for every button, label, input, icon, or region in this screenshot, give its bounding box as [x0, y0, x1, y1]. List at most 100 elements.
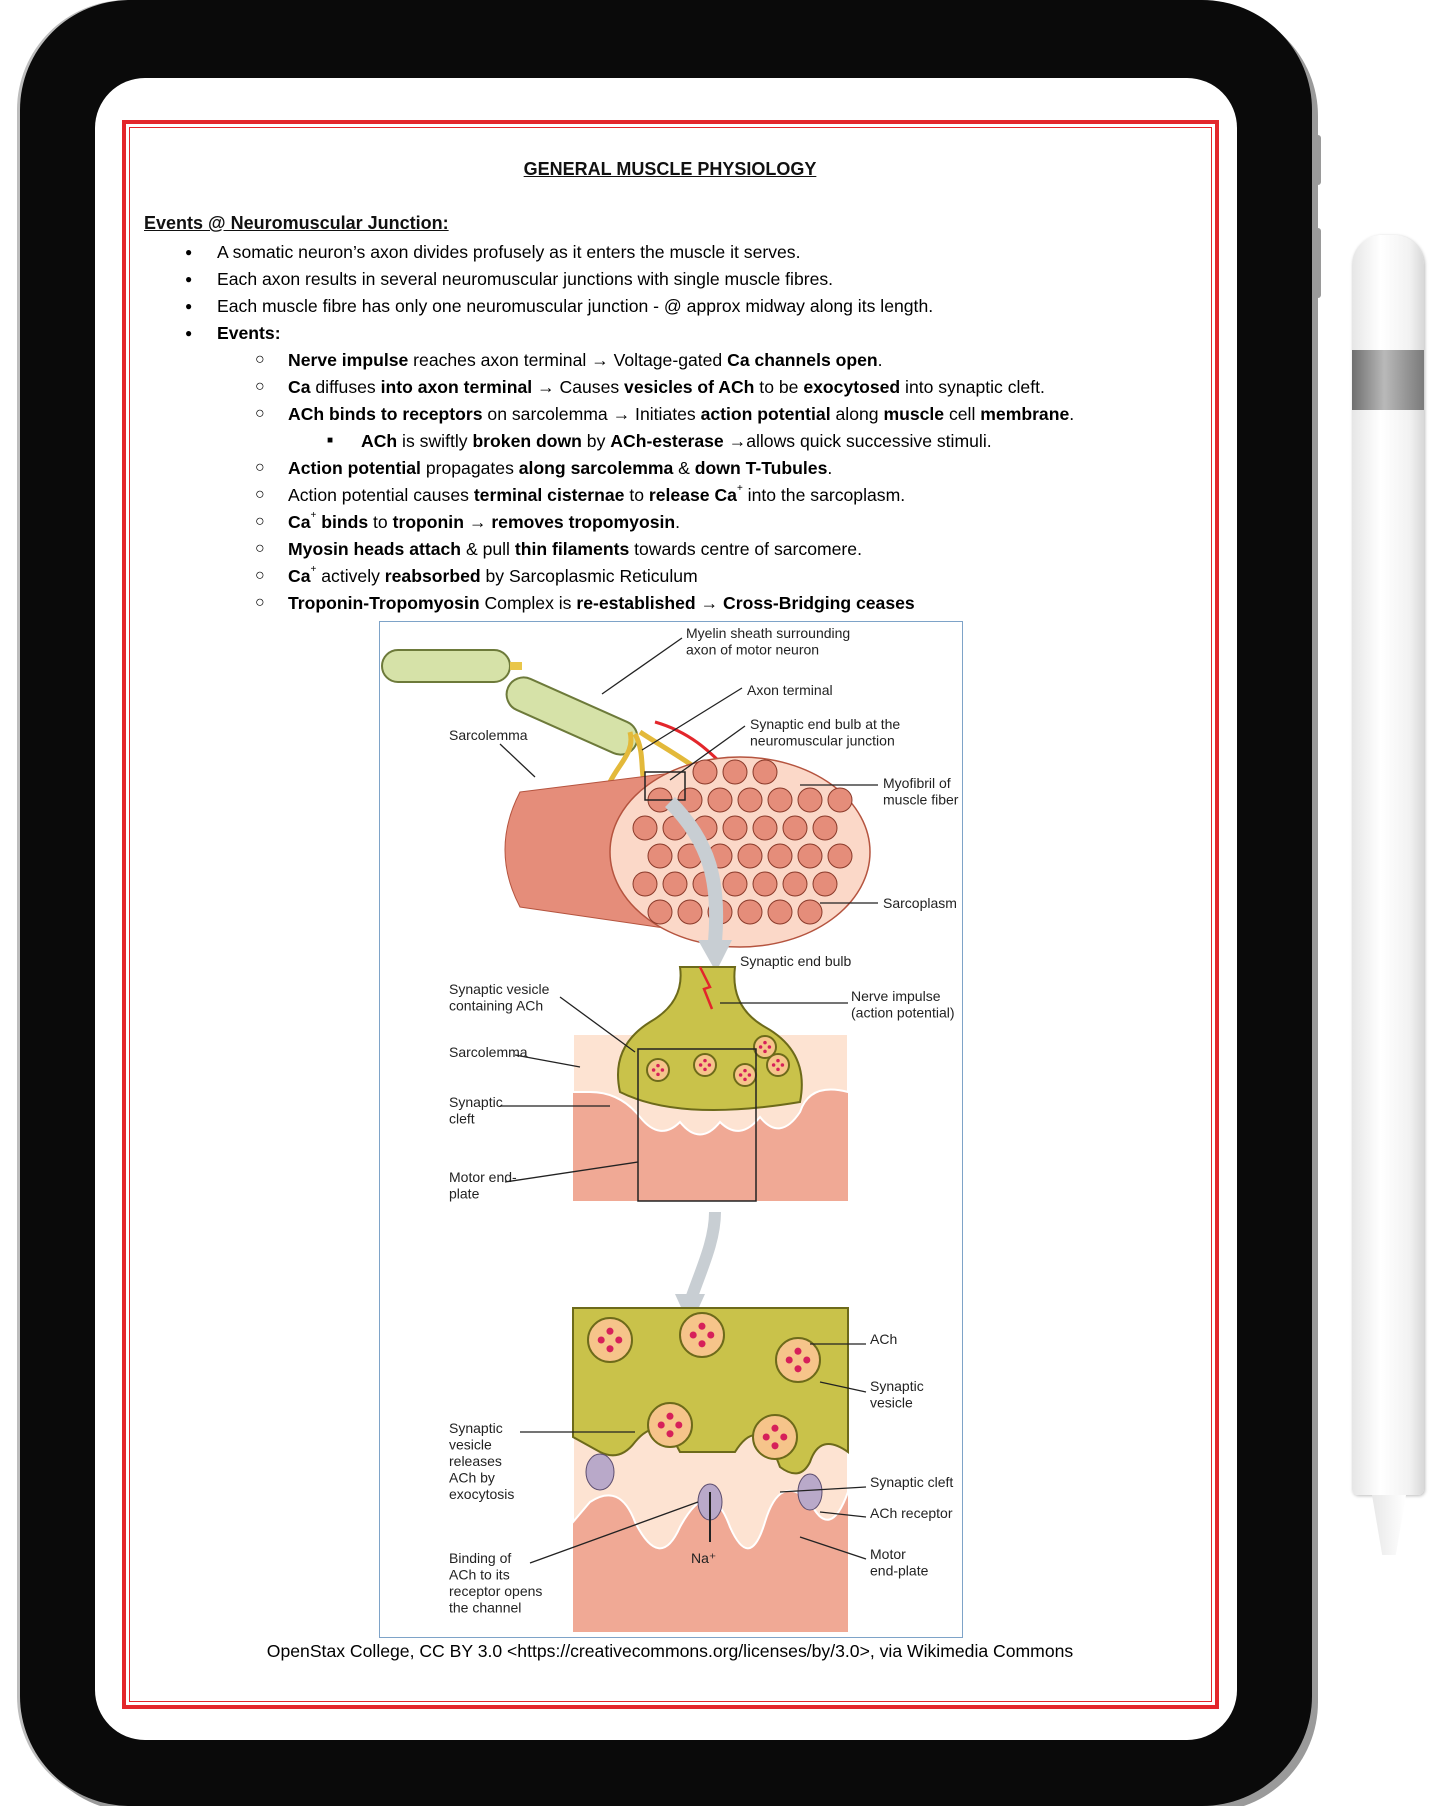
myofibril: [752, 871, 778, 897]
myofibril: [827, 787, 853, 813]
circle-bullet-icon: ○: [255, 486, 265, 503]
label-line: ACh by: [449, 1470, 495, 1486]
text-segment: .: [675, 512, 681, 532]
label-line: ACh: [870, 1331, 897, 1347]
synaptic-vesicle: [587, 1317, 633, 1363]
myofibril: [632, 871, 658, 897]
stylus-tip: [1372, 1495, 1406, 1555]
volume-down-button[interactable]: [1314, 228, 1321, 298]
label-cleft-bottom: Synaptic cleft: [870, 1474, 953, 1490]
label-line: end-plate: [870, 1563, 929, 1579]
list-item: Each axon results in several neuromuscul…: [217, 268, 833, 290]
ach-molecule: [606, 1327, 614, 1335]
bold-text: action potential: [700, 404, 831, 424]
label-line: vesicle: [449, 1437, 492, 1453]
myofibril: [752, 815, 778, 841]
label-line: neuromuscular junction: [750, 733, 895, 749]
myofibril: [647, 843, 673, 869]
ach-molecule: [794, 1347, 802, 1355]
text-segment: Complex is: [479, 593, 577, 613]
myofibril: [722, 815, 748, 841]
bold-text: troponin: [392, 512, 464, 532]
text-segment: & pull: [461, 539, 515, 559]
bold-text: Myosin heads attach: [288, 539, 462, 559]
bold-text: Nerve impulse: [288, 350, 409, 370]
synaptic-cleft-panel: [572, 1307, 849, 1632]
ach-molecule: [758, 1045, 763, 1049]
label-line: Synaptic: [870, 1378, 924, 1394]
ach-molecule: [660, 1068, 665, 1072]
ach-molecule: [707, 1063, 712, 1067]
bold-text: release Ca: [648, 485, 737, 505]
bullet-icon: ●: [185, 299, 193, 313]
circle-bullet-icon: ○: [255, 405, 265, 422]
bold-text: ACh-esterase: [610, 431, 724, 451]
text-segment: to be: [754, 377, 804, 397]
label-end-bulb: Synaptic end bulb: [740, 953, 852, 969]
myofibril: [767, 899, 793, 925]
ach-molecule: [666, 1412, 674, 1420]
synaptic-vesicle: [766, 1053, 790, 1077]
ach-molecule: [776, 1067, 780, 1072]
label-line: containing ACh: [449, 998, 543, 1014]
text-segment: to: [368, 512, 393, 532]
label-line: Nerve impulse: [851, 988, 941, 1004]
myofibril: [782, 815, 808, 841]
synaptic-vesicle: [693, 1053, 717, 1077]
label-line: Synaptic vesicle: [449, 981, 550, 997]
ach-molecule: [738, 1073, 743, 1077]
label-sarcolemma-mid: Sarcolemma: [449, 1044, 528, 1060]
text-segment: on sarcolemma → Initiates: [482, 404, 701, 424]
list-item: A somatic neuron’s axon divides profusel…: [217, 241, 800, 263]
list-item: Action potential causes terminal cistern…: [288, 484, 905, 506]
ach-molecule: [763, 1040, 767, 1045]
label-line: muscle fiber: [883, 792, 959, 808]
myofibril: [812, 871, 838, 897]
synaptic-vesicle: [679, 1312, 725, 1358]
label-line: releases: [449, 1453, 502, 1469]
label-line: Sarcolemma: [449, 727, 528, 743]
text-segment: .: [1069, 404, 1075, 424]
page-border: [122, 120, 1219, 1709]
text-segment: by: [581, 431, 611, 451]
bold-text: removes tropomyosin: [491, 512, 676, 532]
ach-molecule: [771, 1424, 779, 1432]
text-segment: towards centre of sarcomere.: [629, 539, 862, 559]
myofibril: [767, 787, 793, 813]
list-item: Ca+ actively reabsorbed by Sarcoplasmic …: [288, 565, 698, 587]
bold-text: Ca: [288, 566, 311, 586]
myofibril: [782, 871, 808, 897]
ach-molecule: [803, 1356, 811, 1364]
myofibril: [677, 899, 703, 925]
myofibril: [692, 759, 718, 785]
label-line: Axon terminal: [747, 682, 833, 698]
synaptic-vesicle: [775, 1337, 821, 1383]
text-segment: .: [877, 350, 883, 370]
volume-up-button[interactable]: [1314, 135, 1321, 185]
list-item: Ca+ binds to troponin → removes tropomyo…: [288, 511, 680, 533]
bold-text: reabsorbed: [384, 566, 481, 586]
text-segment: Action potential causes: [288, 485, 474, 505]
text-segment: Each muscle fibre has only one neuromusc…: [217, 296, 934, 316]
text-segment: diffuses: [310, 377, 381, 397]
label-line: Synaptic end bulb: [740, 953, 852, 969]
ach-molecule: [698, 1322, 706, 1330]
muscle-fiber: [504, 756, 871, 972]
synaptic-vesicle: [733, 1063, 757, 1087]
text-segment: .: [827, 458, 833, 478]
ach-molecule: [771, 1442, 779, 1450]
text-segment: Each axon results in several neuromuscul…: [217, 269, 834, 289]
bold-text: down T-Tubules: [694, 458, 828, 478]
list-item: Ca diffuses into axon terminal → Causes …: [288, 376, 1045, 398]
bold-text: Ca: [288, 512, 311, 532]
text-segment: propagates: [420, 458, 519, 478]
bold-text: along sarcolemma: [518, 458, 674, 478]
text-segment: +: [310, 510, 317, 521]
myofibril: [812, 815, 838, 841]
list-item: Each muscle fibre has only one neuromusc…: [217, 295, 933, 317]
